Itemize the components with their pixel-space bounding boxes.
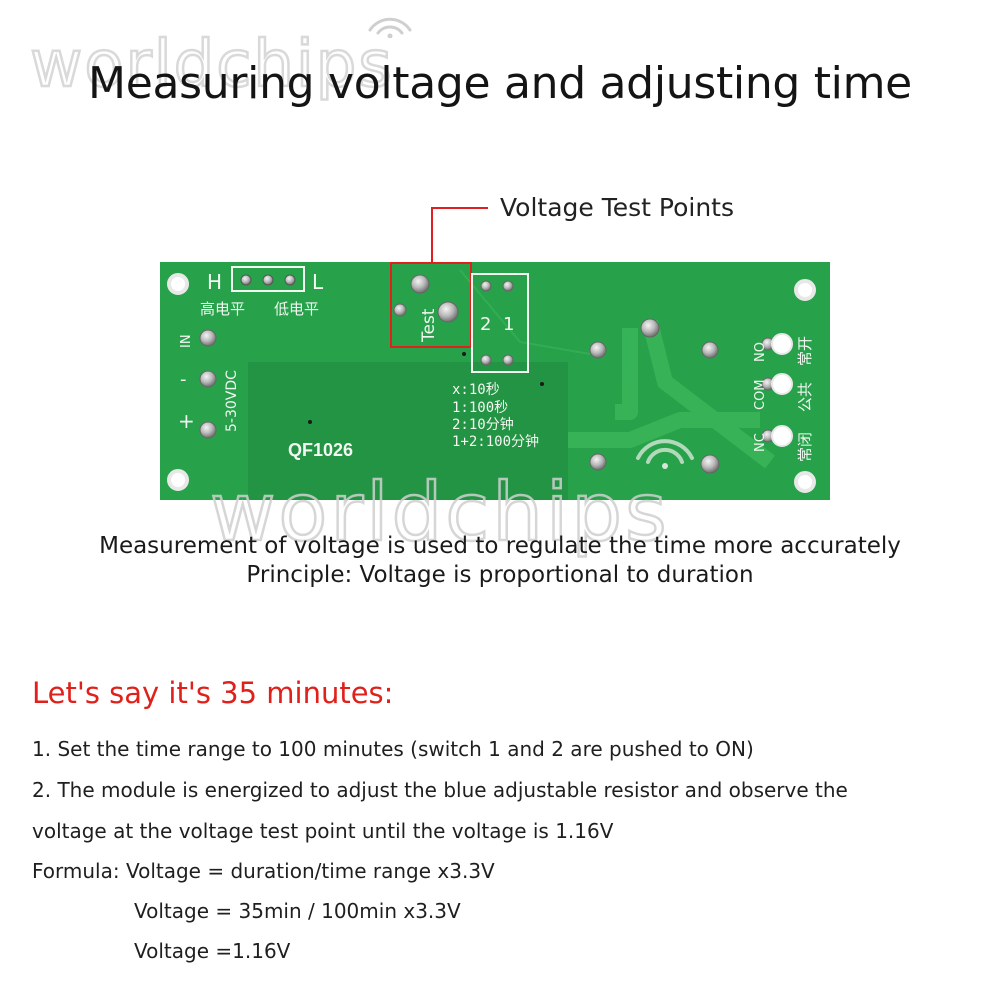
switch-1-label: 1 [503, 314, 514, 335]
time-mode-1-plus-2: 1+2:100分钟 [452, 433, 539, 450]
jumper-header-outline [231, 266, 305, 292]
watermark-top: worldchips [29, 17, 490, 108]
step-1: 1. Set the time range to 100 minutes (sw… [32, 737, 754, 761]
model-label: QF1026 [288, 440, 353, 460]
watermark-brand-middle: worldchips [210, 470, 670, 559]
test-label: Test [419, 308, 439, 343]
description-line-2: Principle: Voltage is proportional to du… [246, 562, 754, 588]
page-title: Measuring voltage and adjusting time [88, 58, 912, 109]
wifi-signal-icon [636, 439, 694, 469]
time-mode-x: x:10秒 [452, 382, 500, 398]
relay-com-cn-label: 公共 [796, 382, 814, 412]
relay-no-cn-label: 常开 [796, 336, 814, 366]
supply-range-label: 5-30VDC [224, 370, 240, 432]
time-mode-2: 2:10分钟 [452, 416, 514, 433]
switch-2-label: 2 [480, 314, 491, 335]
pin-minus-label: - [180, 369, 187, 390]
step-2-line-1: 2. The module is energized to adjust the… [32, 778, 848, 802]
watermark-brand-top: worldchips [30, 28, 394, 102]
description-line-1: Measurement of voltage is used to regula… [99, 533, 901, 559]
formula-line-3: Voltage =1.16V [134, 939, 291, 963]
wifi-signal-icon [368, 17, 412, 38]
pcb-board: H L 高电平 低电平 IN - + 5-30VDC Test 2 1 x:10… [160, 262, 830, 500]
pin-in-label: IN [179, 334, 194, 348]
relay-no-label: NO [753, 342, 768, 362]
dip-switch-outline [471, 273, 529, 373]
example-heading: Let's say it's 35 minutes: [32, 676, 394, 710]
step-2-line-2: voltage at the voltage test point until … [32, 819, 614, 843]
relay-com-label: COM [753, 379, 768, 410]
formula-line-2: Voltage = 35min / 100min x3.3V [134, 899, 461, 923]
formula-line-1: Formula: Voltage = duration/time range x… [32, 859, 495, 883]
header-l-label: L [312, 270, 324, 294]
label-low-level: 低电平 [274, 300, 319, 318]
relay-nc-label: NC [753, 433, 768, 452]
callout-line-horizontal [432, 207, 488, 209]
time-mode-1: 1:100秒 [452, 400, 508, 416]
callout-line-vertical [431, 207, 433, 263]
relay-nc-cn-label: 常闭 [796, 432, 814, 462]
watermark-middle: worldchips [209, 439, 810, 560]
label-high-level: 高电平 [200, 300, 245, 318]
header-h-label: H [207, 270, 222, 294]
callout-label: Voltage Test Points [500, 193, 734, 222]
pin-plus-label: + [178, 409, 195, 433]
